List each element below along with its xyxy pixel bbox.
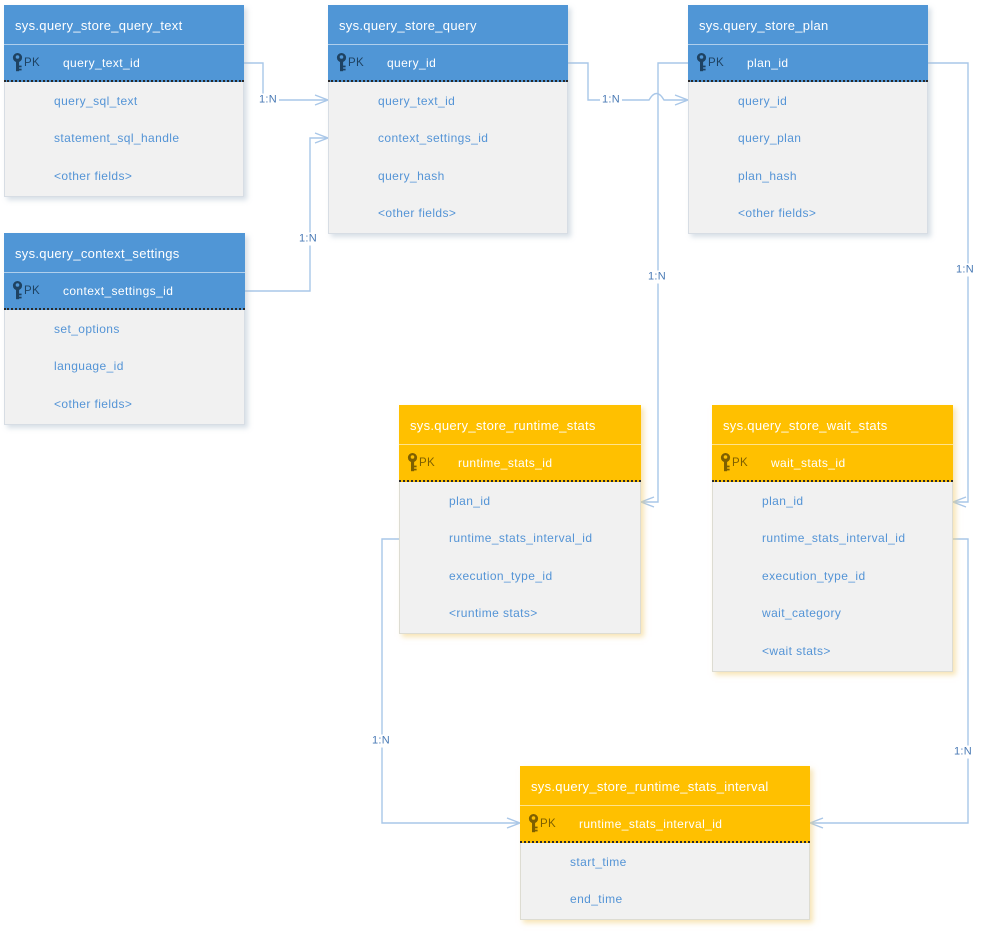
cardinality-label: 1:N xyxy=(599,93,623,107)
entity-body: plan_id runtime_stats_interval_id executio… xyxy=(712,482,953,672)
field-row: <other fields> xyxy=(738,206,817,221)
pk-field-name: query_text_id xyxy=(62,55,141,70)
key-icon xyxy=(696,53,707,72)
field-row: runtime_stats_interval_id xyxy=(762,531,906,546)
primary-key-row: PK context_settings_id xyxy=(4,272,245,310)
field-row: context_settings_id xyxy=(378,131,489,146)
pk-field-name: wait_stats_id xyxy=(770,455,846,470)
field-row: query_id xyxy=(738,93,788,108)
primary-key-icon xyxy=(720,453,731,472)
key-icon xyxy=(336,53,347,72)
entity-body: query_id query_plan plan_hash <other fields… xyxy=(688,82,928,234)
entity-body: query_sql_text statement_sql_handle <other… xyxy=(4,82,244,197)
primary-key-row: PK runtime_stats_interval_id xyxy=(520,805,810,843)
field-row: execution_type_id xyxy=(449,568,553,583)
field-row: start_time xyxy=(570,854,627,869)
primary-key-icon xyxy=(696,53,707,72)
field-row: plan_hash xyxy=(738,168,797,183)
pk-field-name: runtime_stats_id xyxy=(457,455,553,470)
pk-badge: PK xyxy=(348,56,364,69)
key-icon xyxy=(407,453,418,472)
entity-body: set_options language_id <other fields> xyxy=(4,310,245,425)
pk-badge: PK xyxy=(24,284,40,297)
field-row: <wait stats> xyxy=(762,643,831,658)
key-icon xyxy=(12,53,23,72)
entity-title-query_store_query_text: sys.query_store_query_text xyxy=(4,5,244,44)
field-row: statement_sql_handle xyxy=(54,131,180,146)
entity-title-query_store_query: sys.query_store_query xyxy=(328,5,568,44)
field-row: <runtime stats> xyxy=(449,606,538,621)
field-row: language_id xyxy=(54,359,124,374)
arrowhead-icon xyxy=(808,817,824,829)
pk-field-name: query_id xyxy=(386,55,437,70)
primary-key-icon xyxy=(12,53,23,72)
primary-key-row: PK wait_stats_id xyxy=(712,444,953,482)
field-row: plan_id xyxy=(762,493,804,508)
field-row: query_plan xyxy=(738,131,802,146)
pk-badge: PK xyxy=(732,456,748,469)
pk-badge: PK xyxy=(24,56,40,69)
cardinality-label: 1:N xyxy=(256,93,280,107)
field-row: wait_category xyxy=(762,606,842,621)
primary-key-row: PK query_id xyxy=(328,44,568,82)
field-row: query_text_id xyxy=(378,93,456,108)
primary-key-icon xyxy=(336,53,347,72)
pk-badge: PK xyxy=(419,456,435,469)
field-row: <other fields> xyxy=(54,168,133,183)
relationship-connector-2 xyxy=(568,62,686,101)
field-row: end_time xyxy=(570,892,623,907)
entity-body: start_time end_time xyxy=(520,843,810,920)
primary-key-icon xyxy=(12,281,23,300)
entity-body: plan_id runtime_stats_interval_id executio… xyxy=(399,482,641,634)
primary-key-row: PK plan_id xyxy=(688,44,928,82)
relationship-connector-0 xyxy=(244,62,326,101)
field-row: query_sql_text xyxy=(54,93,138,108)
relationship-connector-6 xyxy=(812,538,969,824)
primary-key-row: PK query_text_id xyxy=(4,44,244,82)
cardinality-label: 1:N xyxy=(645,270,669,284)
entity-title-query_store_plan: sys.query_store_plan xyxy=(688,5,928,44)
primary-key-icon xyxy=(407,453,418,472)
field-row: query_hash xyxy=(378,168,445,183)
entity-title-query_store_wait_stats: sys.query_store_wait_stats xyxy=(712,405,953,444)
pk-field-name: plan_id xyxy=(746,55,789,70)
primary-key-icon xyxy=(528,814,539,833)
key-icon xyxy=(720,453,731,472)
cardinality-label: 1:N xyxy=(369,734,393,748)
arrowhead-icon xyxy=(639,496,655,508)
field-row: runtime_stats_interval_id xyxy=(449,531,593,546)
entity-title-query_context_settings: sys.query_context_settings xyxy=(4,233,245,272)
field-row: plan_id xyxy=(449,493,491,508)
field-row: execution_type_id xyxy=(762,568,866,583)
entity-body: query_text_id context_settings_id query_ha… xyxy=(328,82,568,234)
pk-field-name: runtime_stats_interval_id xyxy=(578,816,723,831)
cardinality-label: 1:N xyxy=(296,232,320,246)
key-icon xyxy=(12,281,23,300)
field-row: <other fields> xyxy=(54,396,133,411)
relationship-connector-1 xyxy=(245,137,326,292)
pk-badge: PK xyxy=(708,56,724,69)
field-row: <other fields> xyxy=(378,206,457,221)
arrowhead-icon xyxy=(951,496,967,508)
entity-title-query_store_runtime_stats_interval: sys.query_store_runtime_stats_interval xyxy=(520,766,810,805)
key-icon xyxy=(528,814,539,833)
field-row: set_options xyxy=(54,321,120,336)
pk-field-name: context_settings_id xyxy=(62,283,174,298)
relationship-connector-5 xyxy=(381,538,518,824)
entity-title-query_store_runtime_stats: sys.query_store_runtime_stats xyxy=(399,405,641,444)
primary-key-row: PK runtime_stats_id xyxy=(399,444,641,482)
cardinality-label: 1:N xyxy=(953,263,977,277)
pk-badge: PK xyxy=(540,817,556,830)
relationship-connector-4 xyxy=(928,62,969,503)
cardinality-label: 1:N xyxy=(951,745,975,759)
